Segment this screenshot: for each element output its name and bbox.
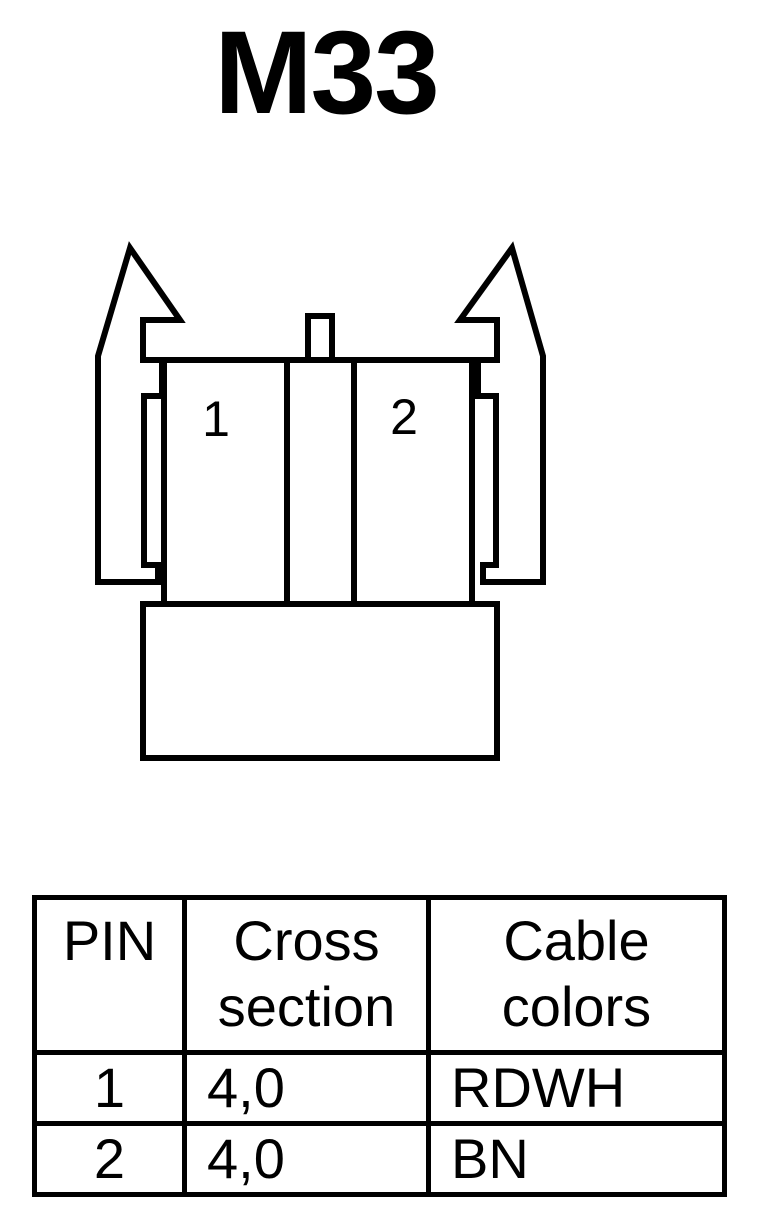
cross-section-cell: 4,0	[182, 1050, 431, 1126]
header-cross-section: Cross section	[182, 895, 431, 1055]
header-cable-colors: Cable colors	[426, 895, 727, 1055]
connector-diagram: 1 2	[95, 241, 546, 761]
key-tab	[305, 313, 335, 363]
cable-color-cell: RDWH	[426, 1050, 727, 1126]
connector-base	[140, 601, 500, 761]
table-row: 1 4,0 RDWH	[32, 1050, 727, 1126]
table-row: 2 4,0 BN	[32, 1121, 727, 1197]
header-pin: PIN	[32, 895, 187, 1055]
cable-color-cell: BN	[426, 1121, 727, 1197]
cross-section-cell: 4,0	[182, 1121, 431, 1197]
pin-cell: 1	[32, 1050, 187, 1126]
pin-label-2: 2	[390, 389, 418, 445]
table-header-row: PIN Cross section Cable colors	[32, 895, 727, 1055]
pin-table: PIN Cross section Cable colors 1 4,0 RDW…	[32, 895, 727, 1197]
pin-label-1: 1	[202, 391, 230, 447]
connector-title: M33	[214, 7, 440, 139]
pin-cell: 2	[32, 1121, 187, 1197]
left-latch	[95, 241, 186, 585]
